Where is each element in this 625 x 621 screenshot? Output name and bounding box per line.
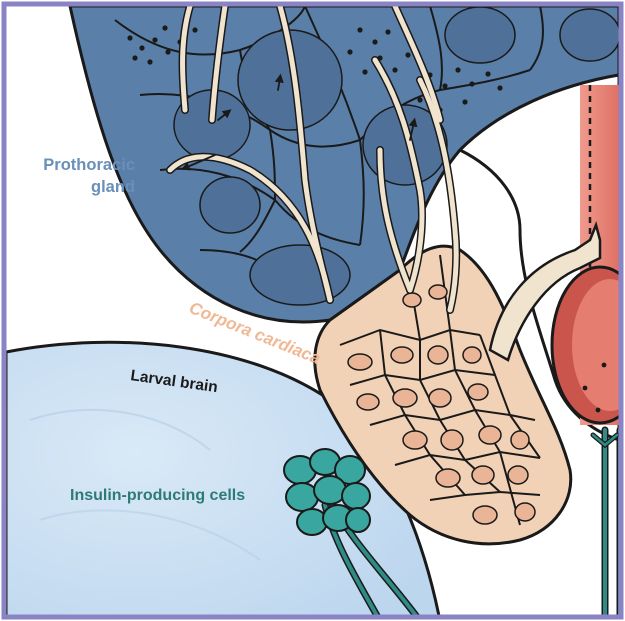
label-insulin-producing-cells: Insulin-producing cells [70, 487, 245, 504]
insulin-producing-cells [284, 449, 370, 535]
label-prothoracic-gland-line2: gland [91, 178, 135, 196]
label-prothoracic-gland-line1: Prothoracic [43, 156, 135, 174]
